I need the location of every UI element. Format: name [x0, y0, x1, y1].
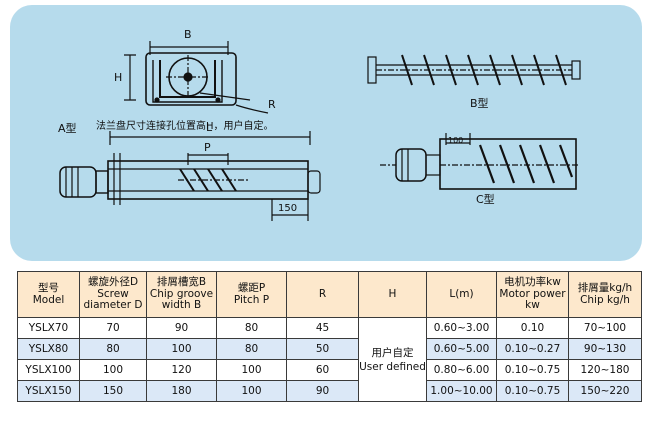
cell-b: 100	[146, 338, 217, 360]
cell-l: 1.00~10.00	[426, 380, 497, 402]
dim-h-label: H	[114, 71, 122, 84]
dim-b-label: B	[184, 28, 192, 41]
cell-power: 0.10~0.75	[496, 359, 569, 381]
cell-model: YSLX150	[17, 380, 80, 402]
cell-p: 100	[216, 359, 287, 381]
cell-r: 90	[286, 380, 359, 402]
type-c-label: C型	[476, 192, 495, 206]
cell-l: 0.60~3.00	[426, 317, 497, 339]
cell-p: 80	[216, 338, 287, 360]
cell-model: YSLX70	[17, 317, 80, 339]
cell-l: 0.60~5.00	[426, 338, 497, 360]
cell-p: 80	[216, 317, 287, 339]
col-header: L(m)	[426, 271, 497, 318]
cell-d: 70	[79, 317, 147, 339]
type-a-side-view	[59, 131, 321, 221]
dim-p-label: P	[204, 141, 211, 154]
cell-power: 0.10~0.75	[496, 380, 569, 402]
cell-r: 50	[286, 338, 359, 360]
cell-chip: 90~130	[568, 338, 642, 360]
cell-r: 45	[286, 317, 359, 339]
cell-b: 90	[146, 317, 217, 339]
cell-model: YSLX100	[17, 359, 80, 381]
table-row: YSLX100 100 120 100 60 0.80~6.00 0.10~0.…	[17, 359, 642, 381]
cell-power: 0.10~0.27	[496, 338, 569, 360]
cell-power: 0.10	[496, 317, 569, 339]
dim-l-label: L	[206, 121, 213, 134]
cell-chip: 150~220	[568, 380, 642, 402]
cell-d: 100	[79, 359, 147, 381]
cell-chip: 120~180	[568, 359, 642, 381]
dim-150-label: 150	[278, 203, 297, 214]
type-b-label: B型	[470, 96, 489, 110]
cell-r: 60	[286, 359, 359, 381]
technical-drawing: B H R A型 法兰盘尺寸连接孔位置高H，用户自定。 L P 150 B型 1…	[58, 28, 581, 221]
type-a-cross-section	[124, 41, 269, 114]
type-b-screw	[367, 54, 581, 86]
table-row: YSLX150 150 180 100 90 1.00~10.00 0.10~0…	[17, 380, 642, 402]
col-header: R	[286, 271, 359, 318]
type-a-label: A型	[58, 121, 77, 135]
cell-chip: 70~100	[568, 317, 642, 339]
cell-b: 180	[146, 380, 217, 402]
cell-d: 150	[79, 380, 147, 402]
flange-note: 法兰盘尺寸连接孔位置高H，用户自定。	[96, 119, 274, 132]
diagram-panel: B H R A型 法兰盘尺寸连接孔位置高H，用户自定。 L P 150 B型 1…	[10, 5, 642, 261]
col-header: H	[358, 271, 427, 318]
cell-model: YSLX80	[17, 338, 80, 360]
type-c-screw	[380, 133, 580, 190]
cell-b: 120	[146, 359, 217, 381]
dim-100-label: 100	[448, 136, 463, 145]
cell-l: 0.80~6.00	[426, 359, 497, 381]
cell-d: 80	[79, 338, 147, 360]
table-row: YSLX80 80 100 80 50 0.60~5.00 0.10~0.27 …	[17, 338, 642, 360]
cell-p: 100	[216, 380, 287, 402]
dim-r-label: R	[268, 98, 276, 111]
